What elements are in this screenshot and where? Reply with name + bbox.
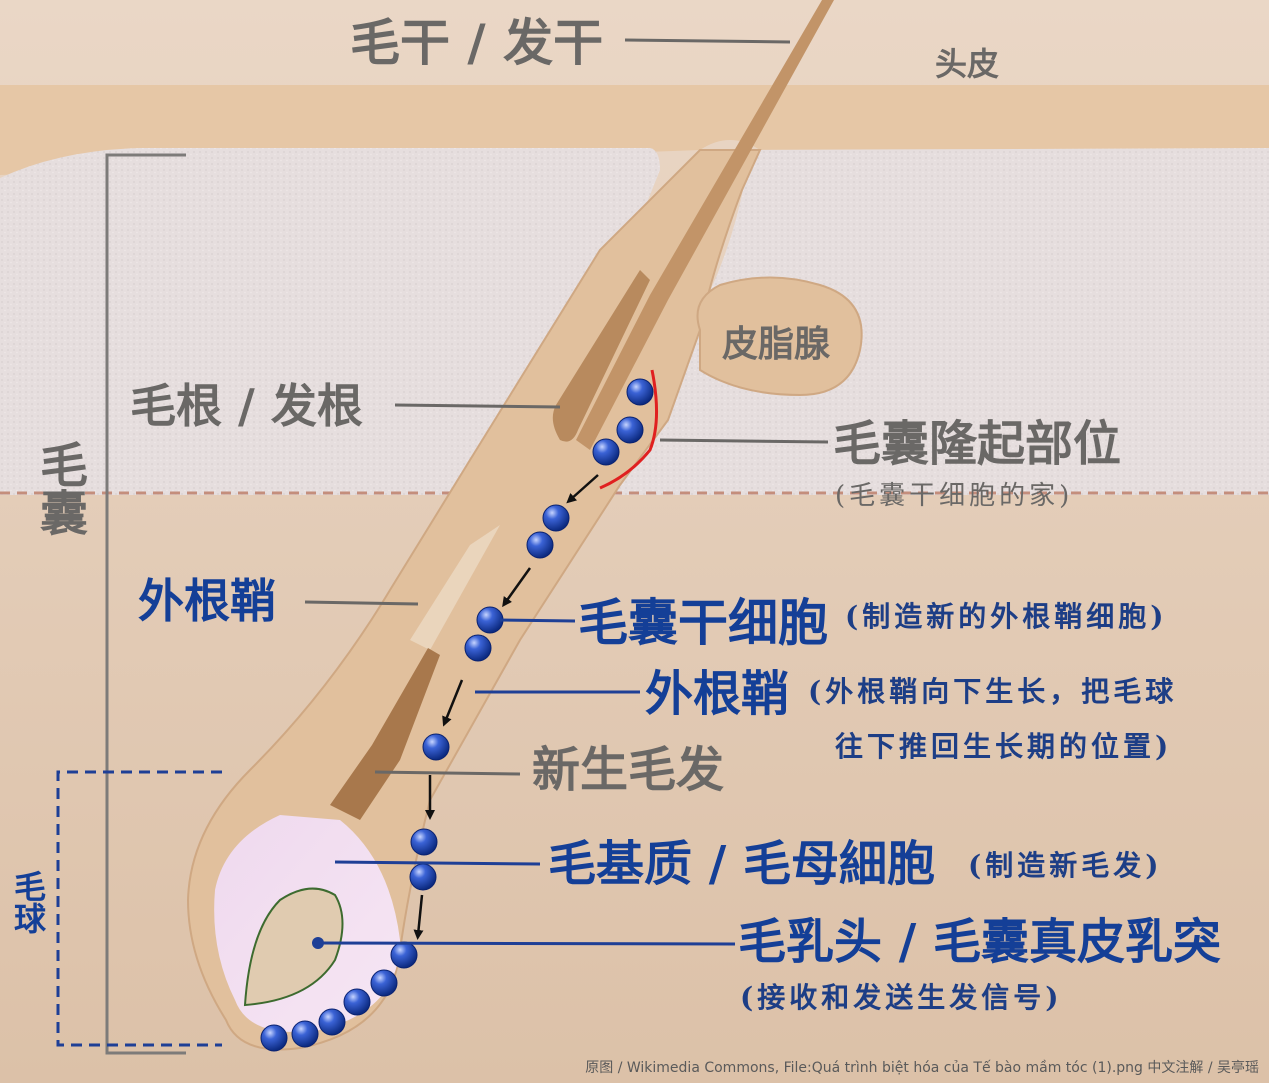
image-credit: 原图 / Wikimedia Commons, File:Quá trình b… <box>585 1060 1259 1076</box>
label-outer-root-sheath-2: 外根鞘 <box>645 666 790 722</box>
stem-cell <box>476 606 504 634</box>
label-sebaceous-gland: 皮脂腺 <box>722 324 831 365</box>
stem-cell <box>626 378 654 406</box>
leader-outer-root-sheath <box>304 600 419 606</box>
label-hair-shaft: 毛干 / 发干 <box>350 14 604 72</box>
stem-cell <box>616 416 644 444</box>
label-new-hair: 新生毛发 <box>532 742 725 798</box>
arrow-2 <box>502 567 532 608</box>
label-matrix: 毛基质 / 毛母細胞 <box>548 836 935 892</box>
leader-hair-root <box>394 403 561 409</box>
stem-cell <box>291 1020 319 1048</box>
bulb-bracket <box>56 770 222 1047</box>
hair-root <box>552 270 650 442</box>
leader-new-hair <box>374 770 521 776</box>
stem-cell <box>542 504 570 532</box>
new-hair <box>330 648 440 820</box>
label-bulb-vertical: 毛球 <box>9 870 47 934</box>
leader-hair-shaft <box>624 38 791 44</box>
label-papilla-note: (接收和发送生发信号) <box>740 981 1063 1014</box>
bulge-highlight <box>599 369 658 490</box>
arrow-3 <box>442 679 464 727</box>
dermis-band-right <box>650 148 1269 495</box>
label-outer-root-sheath-2-note-1: (外根鞘向下生长，把毛球 <box>808 675 1178 708</box>
stem-cell <box>464 634 492 662</box>
stem-cell <box>318 1008 346 1036</box>
stem-cell <box>260 1024 288 1052</box>
stem-cell <box>592 438 620 466</box>
blue-leader-lines <box>317 618 736 946</box>
sebaceous-gland <box>696 276 863 397</box>
papilla-dot <box>312 937 324 949</box>
stem-cell <box>409 863 437 891</box>
label-outer-root-sheath: 外根鞘 <box>138 574 276 628</box>
label-matrix-note: (制造新毛发) <box>968 849 1163 882</box>
stem-cell <box>390 941 418 969</box>
leader-matrix <box>334 860 541 866</box>
stem-cell <box>370 969 398 997</box>
arrow-1 <box>566 474 599 504</box>
dermis-band-left <box>0 148 660 420</box>
label-outer-root-sheath-2-note-2: 往下推回生长期的位置) <box>835 730 1173 763</box>
follicle-bracket <box>105 153 186 1055</box>
stem-cell <box>343 988 371 1016</box>
stem-cells <box>260 378 654 1052</box>
stem-cell <box>410 828 438 856</box>
migration-arrows <box>413 474 599 940</box>
label-stem-cells: 毛囊干细胞 <box>578 594 828 652</box>
inner-sheath <box>410 525 500 650</box>
stem-cell <box>526 531 554 559</box>
label-bulge: 毛囊隆起部位 <box>833 416 1122 472</box>
label-follicle-vertical: 毛囊 <box>31 440 87 536</box>
stem-cell <box>422 733 450 761</box>
leader-bulge <box>659 438 829 444</box>
gray-leader-lines <box>304 38 829 776</box>
arrow-5 <box>413 894 424 940</box>
leader-stem-cells <box>499 618 576 623</box>
label-stem-cells-note: (制造新的外根鞘细胞) <box>845 600 1168 633</box>
hair-shaft <box>576 0 834 450</box>
label-papilla: 毛乳头 / 毛囊真皮乳突 <box>738 914 1221 970</box>
leader-papilla <box>317 941 736 946</box>
label-scalp: 头皮 <box>935 45 1000 83</box>
dermal-papilla <box>243 887 344 1007</box>
label-hair-root: 毛根 / 发根 <box>130 379 363 433</box>
label-bulge-note: (毛囊干细胞的家) <box>835 481 1074 511</box>
